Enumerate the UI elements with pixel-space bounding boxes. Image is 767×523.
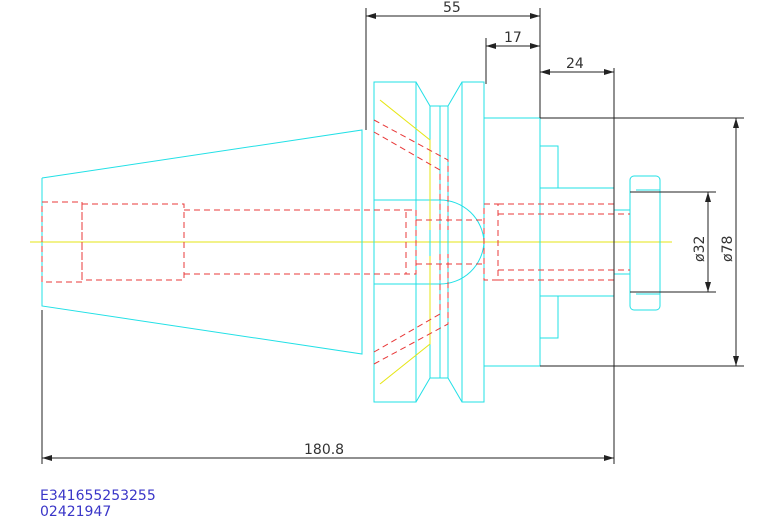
dim-78-label: ø78 xyxy=(720,236,736,262)
taper-outline xyxy=(41,129,363,355)
dim-32-label: ø32 xyxy=(692,236,708,262)
hidden-lines xyxy=(41,119,630,365)
drawing-code-line-2: 02421947 xyxy=(40,504,112,520)
drawing-code-line-1: E341655253255 xyxy=(40,488,156,504)
dimension-arrows xyxy=(42,13,739,461)
dim-55-label: 55 xyxy=(443,0,461,16)
chamfer-lines xyxy=(379,99,431,385)
dim-17-label: 17 xyxy=(504,30,522,46)
dim-180-label: 180.8 xyxy=(304,442,344,458)
dimension-lines xyxy=(41,8,744,464)
dim-24-label: 24 xyxy=(566,56,584,72)
